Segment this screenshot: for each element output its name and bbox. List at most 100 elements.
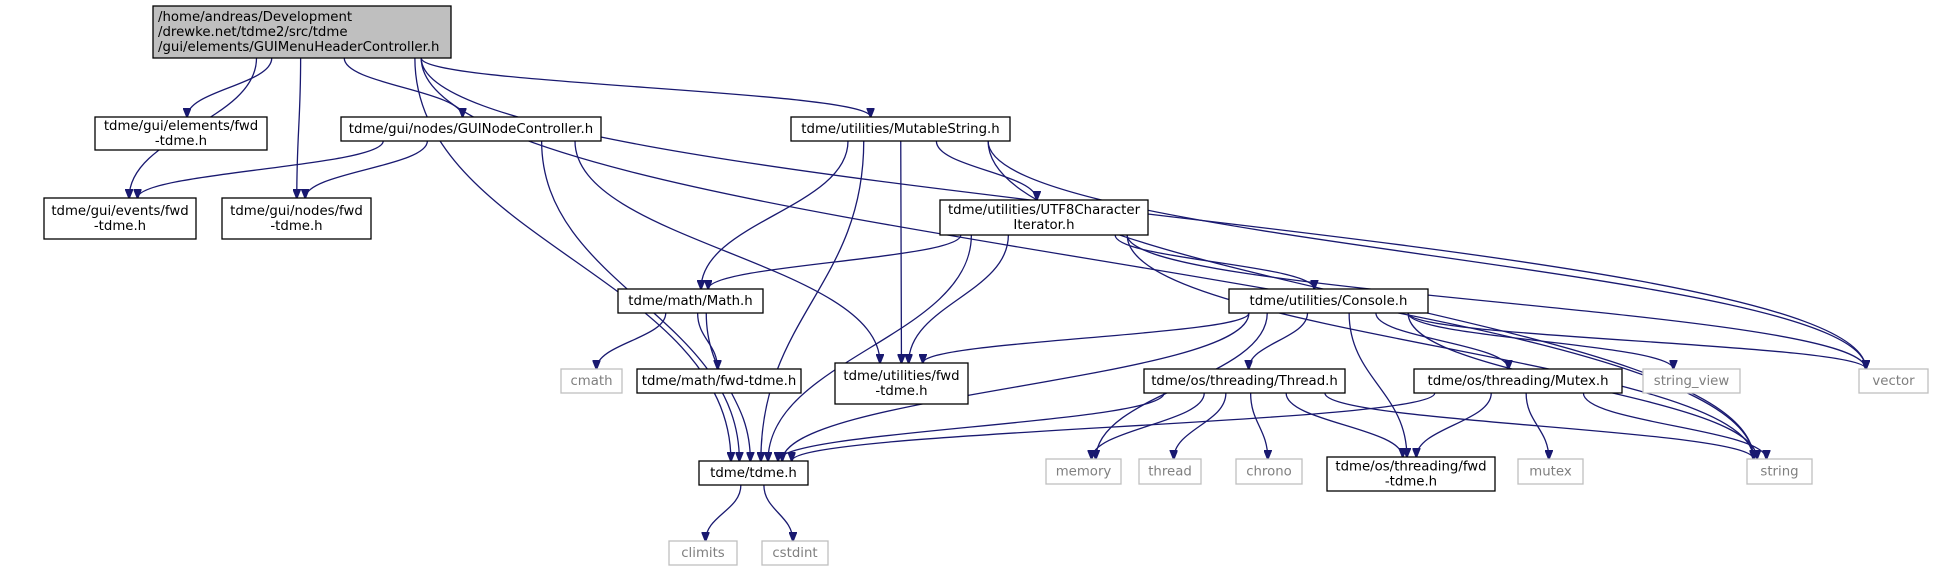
node-utilities_fwd[interactable]: tdme/utilities/fwd-tdme.h	[834, 362, 969, 405]
node-string: string	[1746, 458, 1813, 485]
edge-root-to-mutablestring	[420, 57, 870, 117]
edge-guinodecontroller-to-nodes_fwd	[305, 140, 429, 198]
nodes-layer: /home/andreas/Development/drewke.net/tdm…	[43, 5, 1929, 566]
edge-mutablestring-to-math	[701, 140, 849, 289]
edge-tdme_h-to-cstdint	[763, 484, 793, 541]
node-thread[interactable]: tdme/os/threading/Thread.h	[1143, 368, 1346, 394]
node-box	[1235, 458, 1303, 485]
node-chrono: chrono	[1235, 458, 1303, 485]
edge-console-to-thread	[1249, 312, 1309, 369]
node-label: tdme/os/threading/Mutex.h	[1427, 374, 1608, 389]
edge-mutablestring-to-utilities_fwd	[901, 140, 902, 363]
node-label: tdme/gui/elements/fwd	[104, 119, 258, 134]
node-label: memory	[1056, 465, 1112, 480]
node-mutex_h[interactable]: tdme/os/threading/Mutex.h	[1413, 368, 1623, 394]
node-label: tdme/math/Math.h	[628, 294, 752, 309]
edge-thread-to-tdme_h	[778, 392, 1165, 461]
edge-console-to-threading_fwd	[1348, 312, 1407, 457]
node-label: string	[1760, 465, 1798, 480]
edge-utf8-to-utilities_fwd	[909, 234, 1010, 363]
node-box	[834, 362, 969, 405]
node-label: climits	[681, 546, 725, 561]
edge-console-to-mutex_h	[1375, 312, 1509, 369]
node-label: mutex	[1529, 465, 1572, 480]
node-label: tdme/tdme.h	[710, 466, 797, 481]
node-box	[617, 288, 764, 314]
node-box	[1138, 458, 1202, 485]
node-nodes_fwd[interactable]: tdme/gui/nodes/fwd-tdme.h	[221, 197, 372, 240]
node-label: tdme/gui/nodes/GUINodeController.h	[349, 122, 593, 137]
edge-thread-to-string	[1324, 392, 1754, 459]
node-label: tdme/gui/nodes/fwd	[230, 204, 363, 219]
node-box	[939, 199, 1149, 236]
edge-mutablestring-to-utf8	[935, 140, 1036, 200]
edge-utf8-to-vector	[1126, 234, 1866, 369]
node-console[interactable]: tdme/utilities/Console.h	[1228, 288, 1429, 314]
node-label: chrono	[1246, 465, 1292, 480]
node-box	[1045, 458, 1122, 485]
node-box	[560, 368, 623, 394]
node-label: tdme/utilities/MutableString.h	[801, 122, 999, 137]
node-label: tdme/utilities/fwd	[843, 369, 959, 384]
edge-thread-to-threading_fwd	[1285, 392, 1403, 457]
node-label: string_view	[1654, 374, 1730, 389]
edge-mutex_h-to-threading_fwd	[1416, 392, 1492, 457]
edge-mutablestring-to-vector	[987, 140, 1866, 369]
node-box	[1746, 458, 1813, 485]
node-label: vector	[1872, 374, 1915, 389]
node-box	[1642, 368, 1741, 394]
node-label: tdme/os/threading/fwd	[1335, 460, 1486, 475]
edge-tdme_h-to-climits	[706, 484, 742, 541]
node-events_fwd[interactable]: tdme/gui/events/fwd-tdme.h	[43, 197, 197, 240]
node-box	[94, 116, 268, 151]
node-memory: memory	[1045, 458, 1122, 485]
node-label: tdme/utilities/UTF8Character	[948, 203, 1141, 218]
node-box	[698, 460, 809, 486]
node-label: /gui/elements/GUIMenuHeaderController.h	[158, 40, 439, 55]
edge-thread-to-memory	[1092, 392, 1205, 459]
node-label: tdme/utilities/Console.h	[1250, 294, 1408, 309]
node-label: tdme/os/threading/Thread.h	[1151, 374, 1338, 389]
node-cstdint: cstdint	[761, 540, 829, 566]
node-label: -tdme.h	[1385, 475, 1437, 490]
edge-console-to-utilities_fwd	[923, 312, 1250, 363]
node-math_fwd[interactable]: tdme/math/fwd-tdme.h	[636, 368, 802, 394]
node-box	[636, 368, 802, 394]
node-box	[1143, 368, 1346, 394]
node-label: cstdint	[772, 546, 817, 561]
node-box	[1326, 456, 1496, 492]
node-guinodecontroller[interactable]: tdme/gui/nodes/GUINodeController.h	[340, 116, 602, 142]
node-box	[221, 197, 372, 240]
node-label: Iterator.h	[1013, 218, 1074, 233]
edge-math-to-cmath	[596, 312, 667, 369]
node-box	[761, 540, 829, 566]
node-label: thread	[1148, 465, 1192, 480]
node-math[interactable]: tdme/math/Math.h	[617, 288, 764, 314]
edge-guinodecontroller-to-utilities_fwd	[574, 140, 880, 363]
node-box	[1517, 458, 1584, 485]
node-mutablestring[interactable]: tdme/utilities/MutableString.h	[790, 116, 1011, 142]
node-label: tdme/math/fwd-tdme.h	[642, 374, 797, 389]
edge-thread-to-thread_sys	[1174, 392, 1227, 459]
node-tdme_h[interactable]: tdme/tdme.h	[698, 460, 809, 486]
node-box	[1858, 368, 1929, 394]
edge-utf8-to-console	[1114, 234, 1314, 289]
edge-root-to-string	[420, 57, 1753, 459]
node-thread_sys: thread	[1138, 458, 1202, 485]
node-vector: vector	[1858, 368, 1929, 394]
node-threading_fwd[interactable]: tdme/os/threading/fwd-tdme.h	[1326, 456, 1496, 492]
edge-console-to-tdme_h	[782, 312, 1250, 461]
edge-root-to-nodes_fwd	[297, 57, 302, 198]
node-root[interactable]: /home/andreas/Development/drewke.net/tdm…	[152, 5, 452, 59]
node-box	[668, 540, 738, 566]
node-box	[152, 5, 452, 59]
edge-mutex_h-to-string	[1582, 392, 1766, 459]
edge-root-to-elements_fwd	[187, 57, 273, 117]
node-label: -tdme.h	[155, 134, 207, 149]
node-label: -tdme.h	[270, 219, 322, 234]
node-box	[340, 116, 602, 142]
edge-mutex_h-to-tdme_h	[792, 392, 1436, 461]
node-elements_fwd[interactable]: tdme/gui/elements/fwd-tdme.h	[94, 116, 268, 151]
